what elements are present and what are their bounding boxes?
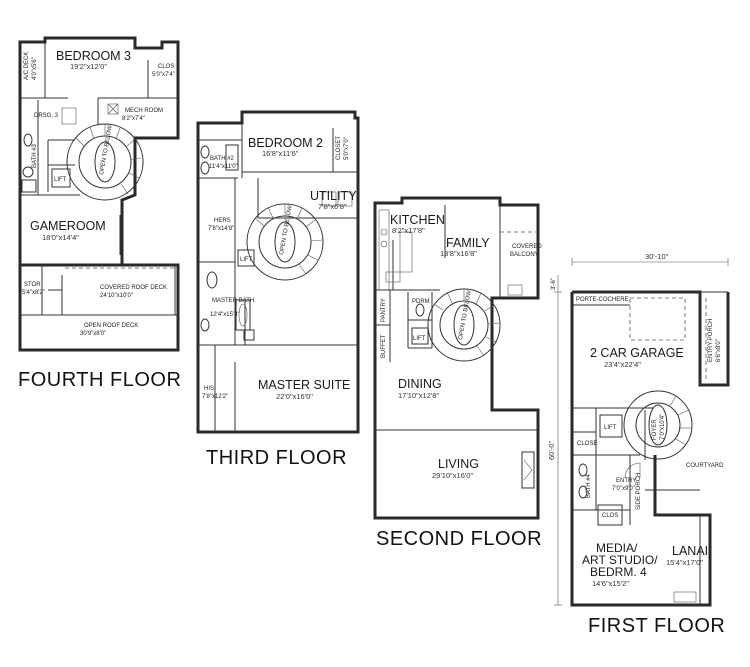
media-dim: 14'6"x15'2" bbox=[592, 579, 629, 588]
third-floor-title: THIRD FLOOR bbox=[206, 447, 347, 469]
utility-dim: 7'8"x6'8" bbox=[318, 202, 347, 211]
first-floor-plan bbox=[554, 258, 730, 607]
his-dim: 7'8"x12'2" bbox=[202, 394, 228, 400]
garage-dim: 23'4"x22'4" bbox=[604, 360, 641, 369]
mech-label: MECH ROOM bbox=[125, 108, 163, 114]
courtyard-label: COURTYARD bbox=[686, 463, 724, 469]
lift2-label: LIFT bbox=[413, 336, 426, 342]
covered-deck-dim: 24'10"x10'0" bbox=[100, 293, 133, 299]
bedroom3-label: BEDROOM 3 bbox=[56, 49, 131, 63]
lanai-dim: 15'4"x17'0" bbox=[666, 558, 703, 567]
foyer-label: FOYER bbox=[652, 419, 658, 440]
entry-porch-label: ENTRY PORCH bbox=[708, 319, 714, 362]
dining-dim: 17'10"x12'8" bbox=[398, 391, 439, 400]
dining-label: DINING bbox=[398, 377, 442, 391]
fourth-floor-plan bbox=[18, 36, 180, 352]
porte-cochere-label: PORTE-COCHERE bbox=[576, 297, 629, 303]
master-suite-dim: 22'0"x16'0" bbox=[276, 392, 313, 401]
garage-label: 2 CAR GARAGE bbox=[590, 346, 684, 360]
setback-dim: 3'-6" bbox=[551, 278, 557, 290]
balcony-label: BALCONY bbox=[510, 252, 539, 258]
clos4-label: CLOS bbox=[158, 64, 174, 70]
third-floor-plan bbox=[196, 110, 360, 434]
bedroom2-label: BEDROOM 2 bbox=[248, 136, 323, 150]
media-line3: BEDRM. 4 bbox=[590, 565, 647, 579]
third-stair bbox=[246, 203, 324, 281]
first-floor-title: FIRST FLOOR bbox=[588, 615, 725, 637]
gameroom-label: GAMEROOM bbox=[30, 219, 106, 233]
stor-dim: 5'4"x8'2" bbox=[22, 290, 45, 296]
open-deck-dim: 30'9"x8'0" bbox=[80, 331, 106, 337]
kitchen-label: KITCHEN bbox=[390, 213, 445, 227]
master-bath-dim: 12'4"x15'8" bbox=[210, 312, 240, 318]
lift3-label: LIFT bbox=[240, 257, 253, 263]
master-suite-label: MASTER SUITE bbox=[258, 378, 350, 392]
ac-deck-dim: 4'0"x5'6" bbox=[32, 57, 38, 80]
side-porch-label: SIDE PORCH bbox=[636, 473, 642, 510]
pdrm-label: PDRM bbox=[412, 299, 430, 305]
lift1-label: LIFT bbox=[604, 425, 617, 431]
media-line1: MEDIA/ bbox=[596, 541, 638, 555]
family-dim: 13'8"x16'8" bbox=[440, 249, 477, 258]
fourth-floor-title: FOURTH FLOOR bbox=[18, 369, 181, 391]
clos1-label: CLOS bbox=[602, 513, 618, 519]
gameroom-dim: 18'0"x14'4" bbox=[42, 233, 79, 242]
bath2-label: BATH #2 bbox=[210, 156, 235, 162]
entry-dim: 7'0"x9'0" bbox=[612, 486, 635, 492]
closet3-dim: 5'0"x7'0" bbox=[344, 137, 350, 160]
hers-label: HERS bbox=[214, 218, 231, 224]
first-stair bbox=[623, 390, 693, 460]
second-floor-plan bbox=[373, 196, 540, 520]
bedroom2-dim: 16'8"x11'6" bbox=[262, 149, 299, 158]
pantry-label: PANTRY bbox=[381, 298, 387, 322]
mech-dim: 8'2"x7'4" bbox=[122, 116, 145, 122]
lift4-label: LIFT bbox=[54, 177, 67, 183]
closet3-label: CLOSET bbox=[336, 136, 342, 160]
buffet-label: BUFFET bbox=[381, 334, 387, 358]
balcony-label-1: COVERED bbox=[512, 244, 542, 250]
master-bath-label: MASTER BATH bbox=[212, 298, 254, 304]
second-stair bbox=[427, 288, 501, 362]
covered-deck-label: COVERED ROOF DECK bbox=[100, 285, 167, 291]
bath4-label: BATH #4 bbox=[586, 473, 592, 498]
foyer-dim: 7'0"x10'4" bbox=[660, 414, 666, 440]
family-label: FAMILY bbox=[446, 236, 490, 250]
lanai-label: LANAI bbox=[672, 544, 708, 558]
clos4-dim: 5'0"x7'4" bbox=[152, 72, 175, 78]
entry-porch-dim: 6'6"x8'0" bbox=[716, 339, 722, 362]
media-line2: ART STUDIO/ bbox=[582, 553, 658, 567]
open-deck-label: OPEN ROOF DECK bbox=[84, 323, 138, 329]
entry-label: ENTRY bbox=[616, 478, 636, 484]
bath2-dim: 11'4"x11'0" bbox=[209, 164, 238, 170]
his-label: HIS bbox=[204, 386, 214, 392]
height-dim: 60'-0" bbox=[547, 441, 556, 460]
width-dim: 30'-10" bbox=[645, 252, 669, 261]
bath3-label: BATH #3 bbox=[32, 143, 38, 168]
fourth-stair bbox=[66, 123, 144, 201]
living-dim: 29'10"x16'0" bbox=[432, 471, 473, 480]
close-label: CLOSE bbox=[577, 441, 597, 447]
ac-deck-label: A/C DECK bbox=[24, 52, 30, 80]
hers-dim: 7'8"x14'8" bbox=[208, 226, 234, 232]
bedroom3-dim: 19'2"x12'0" bbox=[70, 62, 107, 71]
stor-label: STOR bbox=[24, 282, 41, 288]
second-floor-title: SECOND FLOOR bbox=[376, 528, 542, 550]
drsg3-label: DRSG. 3 bbox=[34, 113, 59, 119]
living-label: LIVING bbox=[438, 457, 479, 471]
kitchen-dim: 8'2"x17'8" bbox=[392, 226, 425, 235]
utility-label: UTILITY bbox=[310, 189, 357, 203]
